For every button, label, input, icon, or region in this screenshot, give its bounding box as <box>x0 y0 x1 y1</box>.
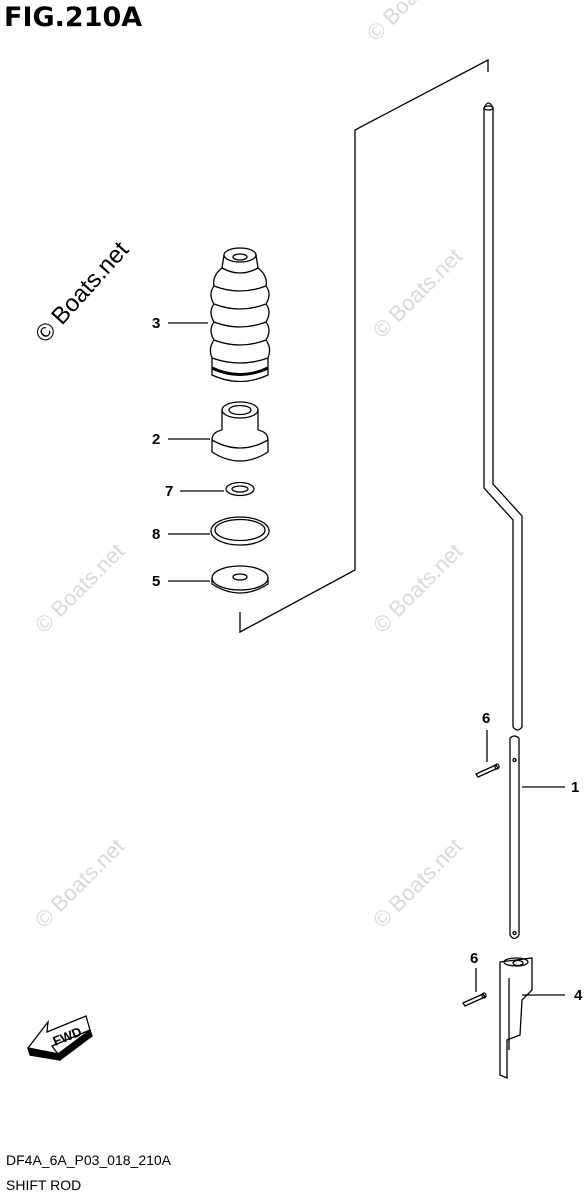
figure-name: SHIFT ROD <box>6 1177 82 1193</box>
pin-upper <box>475 763 500 778</box>
callout-6-upper: 6 <box>482 710 491 727</box>
callout-4: 4 <box>574 987 583 1004</box>
bellows-boot <box>209 247 271 383</box>
grommet <box>211 401 269 462</box>
callout-7: 7 <box>165 483 174 500</box>
small-o-ring <box>225 481 255 497</box>
figure-title: FIG.210A <box>4 2 143 33</box>
shift-rod-upper <box>483 108 514 727</box>
callout-3: 3 <box>152 315 161 332</box>
rod-bracket <box>499 957 533 1079</box>
o-ring <box>210 516 270 546</box>
group-bracket <box>239 58 489 634</box>
pin-lower <box>462 992 487 1007</box>
callout-6-lower: 6 <box>470 950 479 967</box>
callout-2: 2 <box>152 431 161 448</box>
washer <box>211 565 269 594</box>
callout-1: 1 <box>571 779 580 796</box>
shift-rod-lower <box>509 738 520 935</box>
callout-5: 5 <box>152 573 161 590</box>
fwd-arrow: FWD <box>26 1015 93 1062</box>
figure-code: DF4A_6A_P03_018_210A <box>6 1152 172 1168</box>
callout-8: 8 <box>152 526 161 543</box>
